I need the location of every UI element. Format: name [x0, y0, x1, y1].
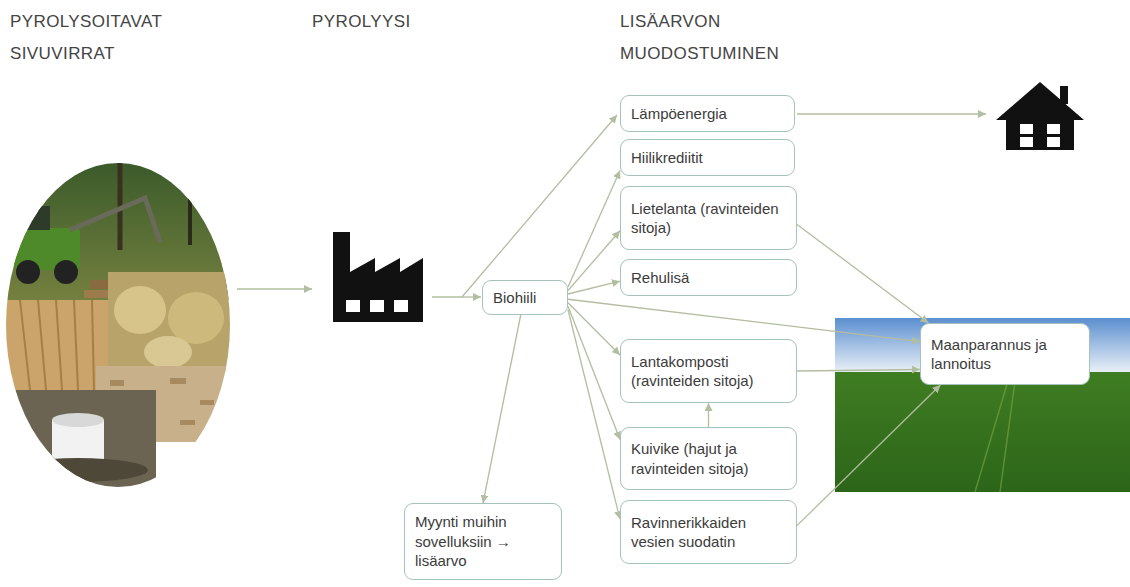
tree-trunk [118, 160, 123, 250]
flow-connector [568, 281, 620, 294]
harvester-wheel [16, 260, 40, 284]
house-window [1047, 124, 1060, 134]
process-box: Lietelanta (ravinteiden sitoja) [620, 186, 797, 250]
flow-arrow [797, 113, 986, 114]
box-text: Hiilikrediitit [631, 148, 784, 168]
field-tracks [975, 374, 1016, 492]
box-text: Kuivike (hajut ja ravinteiden sitoja) [631, 439, 786, 478]
flow-arrow [237, 288, 312, 289]
sludge-pile [8, 458, 148, 482]
box-text: Biohiili [493, 288, 557, 308]
process-box: Ravinnerikkaiden vesien suodatin [620, 500, 797, 564]
box-text: Ravinnerikkaiden vesien suodatin [631, 513, 786, 552]
flow-connector [568, 303, 620, 355]
process-box: Kuivike (hajut ja ravinteiden sitoja) [620, 427, 797, 490]
column-heading: PYROLYYSI [312, 6, 472, 38]
hay-bale [168, 292, 224, 344]
house-icon [996, 82, 1084, 150]
raw-material-collage [6, 160, 232, 490]
box-text: Myynti muihin sovelluksiin → lisäarvo [415, 512, 551, 571]
flow-arrow [462, 296, 481, 297]
hay-bale-photo [108, 272, 232, 372]
column-heading: PYROLYSOITAVAT SIVUVIRRAT [10, 6, 210, 70]
column-heading: LISÄARVON MUODOSTUMINEN [620, 6, 840, 70]
flow-connector [797, 370, 920, 372]
hay-bale [144, 336, 192, 368]
harvester-cab [22, 206, 50, 230]
sludge-photo [6, 390, 156, 490]
hay-bale [114, 286, 166, 334]
straw-stalks [20, 300, 94, 390]
factory-icon [333, 232, 423, 322]
process-box: Biohiili [482, 280, 568, 315]
box-text: Lietelanta (ravinteiden sitoja) [631, 199, 786, 238]
box-text: Rehulisä [631, 268, 786, 288]
process-box: Rehulisä [620, 259, 797, 296]
flow-connector [708, 403, 709, 427]
flow-connector [568, 306, 620, 439]
flow-connector [568, 170, 620, 287]
flow-connector [568, 310, 620, 519]
field-photo [835, 372, 1130, 492]
box-text: Lantakomposti (ravinteiden sitoja) [631, 352, 786, 391]
tree-trunk [188, 160, 192, 245]
flow-connector [797, 385, 940, 526]
house-chimney [1060, 86, 1068, 104]
flow-arrow [432, 115, 617, 297]
process-box: Lämpöenergia [620, 95, 795, 132]
flow-connector [568, 231, 620, 291]
harvester-boom [70, 198, 160, 242]
harvester-wheel [54, 260, 78, 284]
house-window [1020, 124, 1033, 134]
process-box: Myynti muihin sovelluksiin → lisäarvo [404, 503, 562, 580]
house-window [1047, 137, 1060, 147]
bucket-rim [52, 413, 104, 427]
factory-window [346, 300, 360, 312]
box-text: Maanparannus ja lannoitus [931, 335, 1079, 374]
flow-connector [483, 315, 521, 503]
box-text: Lämpöenergia [631, 104, 784, 124]
factory-window [394, 300, 408, 312]
process-box: Maanparannus ja lannoitus [920, 323, 1090, 385]
flow-connector [797, 224, 929, 323]
process-box: Lantakomposti (ravinteiden sitoja) [620, 339, 797, 403]
process-box: Hiilikrediitit [620, 139, 795, 176]
flow-connector [568, 299, 920, 341]
house-window [1020, 137, 1033, 147]
factory-window [370, 300, 384, 312]
